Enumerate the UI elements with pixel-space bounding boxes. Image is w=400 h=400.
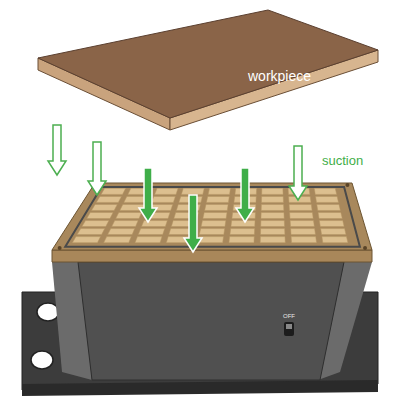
grid-cell [181,188,204,194]
grid-cell [317,204,341,210]
grid-cell [231,221,255,227]
body-front [78,262,344,380]
grid-cell [319,221,344,227]
suction-arrow-outline [48,125,66,175]
grid-cell [262,188,283,194]
workpiece-outline [34,6,384,136]
grid-cell [87,212,113,218]
switch-lever [286,324,292,329]
grid-cell [92,204,118,210]
grid-cell [205,204,228,210]
grid-cell [261,212,284,218]
grid-cell [142,221,168,227]
grid-cell [208,188,230,194]
grid-cell [155,188,178,194]
annotation-label: suction [322,154,363,168]
grid-cell [72,237,100,243]
grid-cell [322,237,348,243]
grid-cell [318,212,342,218]
grid-cell [261,221,285,227]
grid-cell [104,237,132,243]
corner-dot [58,246,62,250]
grid-cell [289,204,312,210]
corner-dot [363,246,367,250]
grid-cell [229,237,254,243]
grid-cell [203,212,227,218]
grid-cell [314,188,336,194]
grid-cell [82,221,109,227]
grid-cell [316,196,339,202]
grid-cell [96,196,121,202]
plate-top [52,183,372,250]
switch-label: OFF [283,313,295,320]
suction-arrow [184,195,202,252]
grid-cell [321,229,346,235]
grid-cell [261,196,283,202]
mounting-hole [37,303,59,321]
grid-cell [206,196,229,202]
part-label: workpiece [248,69,311,84]
grid-cell [230,229,255,235]
suction-arrow-outline [88,142,106,195]
grid-cell [261,204,284,210]
grid-cell [291,237,316,243]
suction-arrow [236,168,254,222]
grid-cell [116,212,142,218]
grid-cell [260,229,284,235]
seal-frame [65,187,360,247]
grid-cell [291,229,316,235]
workpiece-top [38,10,378,118]
grid-cell [201,221,226,227]
grid-cell [260,237,285,243]
grid-cell [112,221,138,227]
switch [284,322,294,336]
base-plate-edge [22,380,378,396]
grid-cell [290,212,314,218]
suction-arrow [139,168,157,222]
corner-dot [345,183,349,187]
plate-edge [52,250,372,262]
mounting-hole [31,351,53,369]
grid-cell [135,237,162,243]
grid-cell [101,188,126,194]
grid-cell [108,229,135,235]
workpiece-board: workpiece [34,6,384,136]
grid-cell [199,229,224,235]
suction-arrow-outline [289,146,307,200]
grid-cell [151,196,175,202]
grid-cell [290,221,314,227]
grid-cell [77,229,105,235]
grid-cell [138,229,164,235]
